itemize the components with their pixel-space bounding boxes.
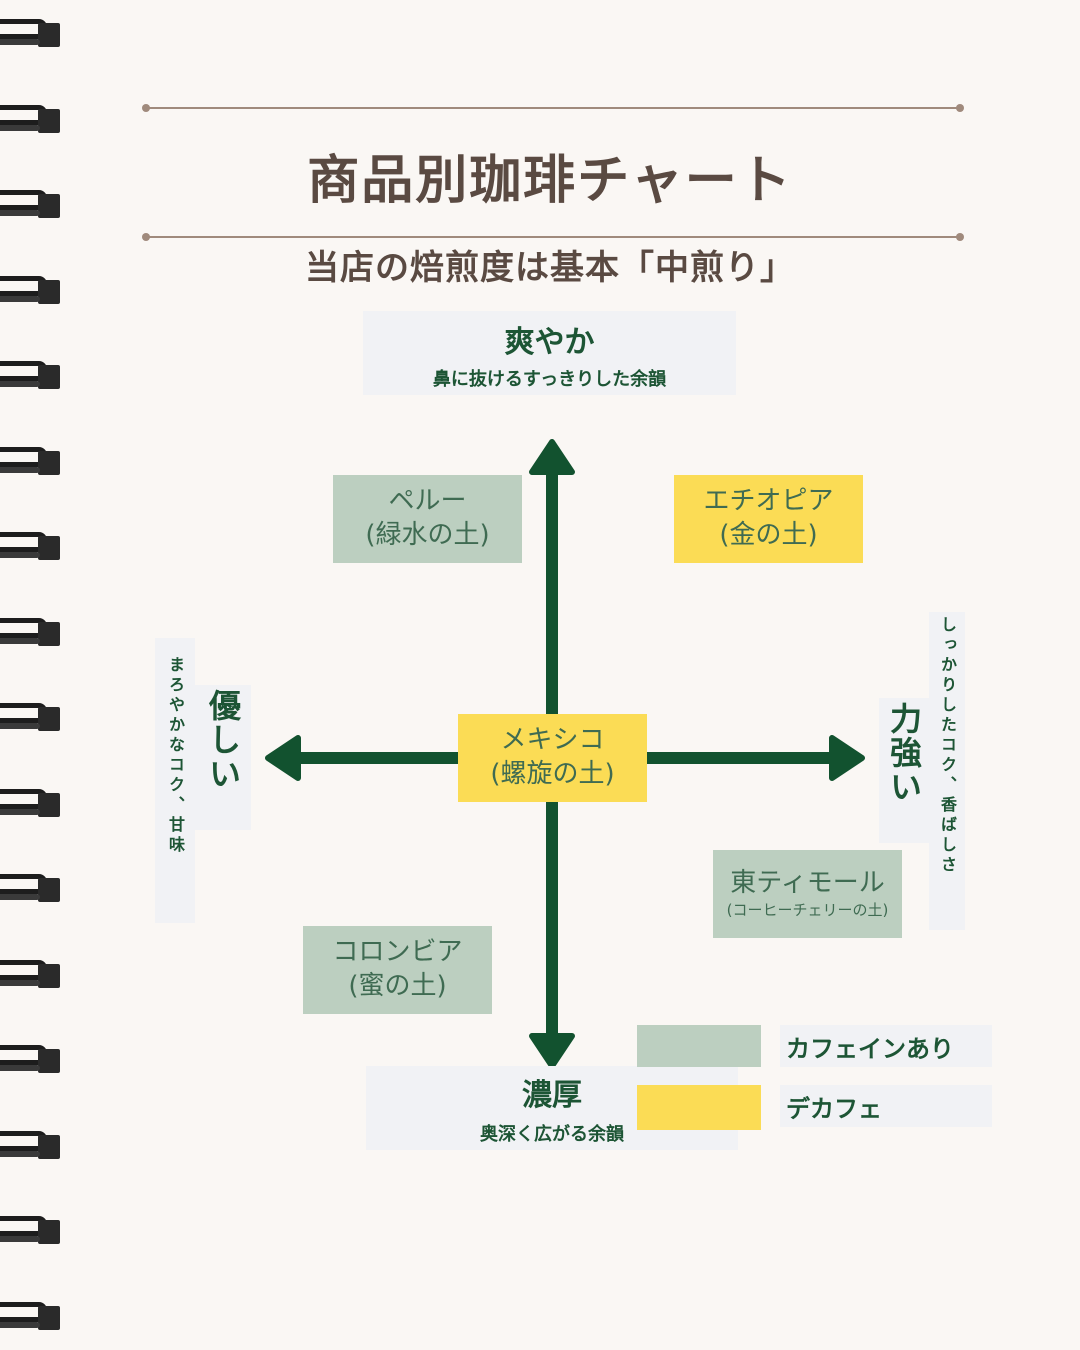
binding-ring [0, 699, 62, 735]
axis-top-box: 爽やか 鼻に抜けるすっきりした余韻 [363, 311, 736, 395]
right-arrowhead [829, 735, 865, 781]
binding-ring [0, 1041, 62, 1077]
binding-ring [0, 186, 62, 222]
binding-ring [0, 1212, 62, 1248]
binding-ring [0, 101, 62, 137]
binding-ring [0, 870, 62, 906]
left-arrowhead [265, 735, 301, 781]
axis-top-label: 爽やか [504, 325, 595, 360]
axis-left-sub: まろやかなコク、甘味 [166, 656, 185, 856]
product-mexico-origin: (螺旋の土) [490, 759, 615, 789]
binding-ring [0, 15, 62, 51]
product-colombia-name: コロンビア [332, 937, 463, 968]
legend-decaf-label: デカフェ [780, 1085, 992, 1127]
axis-right-sub-box: しっかりしたコク、香ばしさ [929, 612, 965, 930]
legend-decaf-swatch [637, 1085, 761, 1130]
binding-ring [0, 357, 62, 393]
title-bottom-rule [142, 233, 964, 241]
page-subtitle: 当店の焙煎度は基本「中煎り」 [305, 248, 795, 288]
product-mexico-name: メキシコ [500, 725, 605, 756]
binding-ring [0, 1298, 62, 1334]
product-peru-name: ペルー [388, 486, 467, 517]
product-ethiopia: エチオピア (金の土) [674, 475, 863, 563]
binding-ring [0, 785, 62, 821]
product-colombia-origin: (蜜の土) [348, 971, 447, 1001]
down-arrowhead [529, 1033, 575, 1069]
product-ethiopia-name: エチオピア [703, 486, 834, 517]
legend-caffeine-swatch [637, 1025, 761, 1067]
axis-left-sub-box: まろやかなコク、甘味 [155, 638, 195, 923]
axis-bottom-sub: 奥深く広がる余韻 [480, 1124, 624, 1145]
spiral-binding [0, 0, 70, 1350]
legend-caffeine-label: カフェインあり [780, 1025, 992, 1067]
product-colombia: コロンビア (蜜の土) [303, 926, 492, 1014]
axis-left-label: 優しい [204, 689, 242, 791]
binding-ring [0, 528, 62, 564]
product-east-timor-origin: (コーヒーチェリーの土) [726, 901, 889, 920]
axis-right-label: 力強い [885, 702, 923, 804]
product-peru-origin: (緑水の土) [365, 520, 490, 550]
up-arrowhead [529, 439, 575, 475]
binding-ring [0, 443, 62, 479]
binding-ring [0, 1127, 62, 1163]
axis-right-sub: しっかりしたコク、香ばしさ [938, 616, 957, 876]
axis-left-box: 優しい [195, 685, 251, 830]
axis-top-sub: 鼻に抜けるすっきりした余韻 [432, 369, 667, 390]
page-title: 商品別珈琲チャート [307, 151, 793, 211]
binding-ring [0, 956, 62, 992]
axis-right-box: 力強い [879, 698, 929, 843]
binding-ring [0, 272, 62, 308]
product-mexico: メキシコ (螺旋の土) [458, 714, 647, 802]
binding-ring [0, 614, 62, 650]
product-ethiopia-origin: (金の土) [719, 520, 818, 550]
axis-bottom-label: 濃厚 [522, 1078, 582, 1113]
product-east-timor-name: 東ティモール [730, 868, 885, 899]
product-east-timor: 東ティモール (コーヒーチェリーの土) [713, 850, 902, 938]
product-peru: ペルー (緑水の土) [333, 475, 522, 563]
title-top-rule [142, 104, 964, 112]
